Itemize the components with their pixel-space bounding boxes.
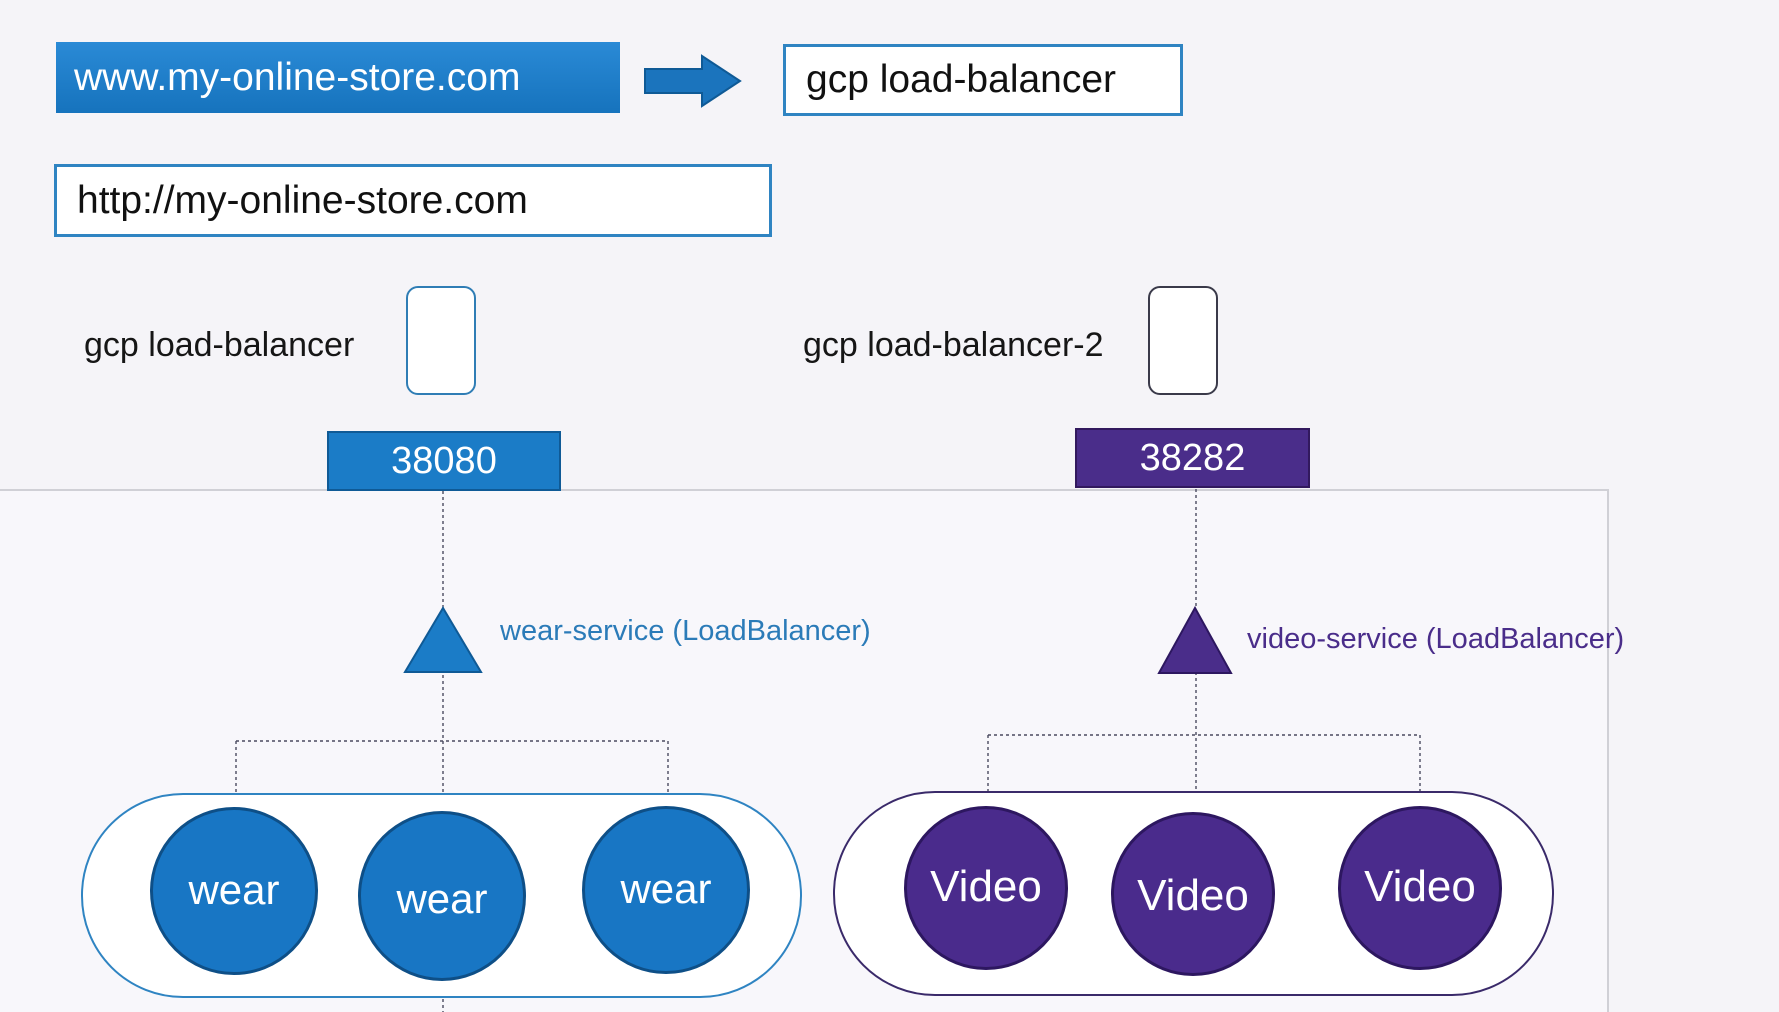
lb2-device-icon xyxy=(1148,286,1218,395)
video-pod: Video xyxy=(904,806,1068,970)
video-service-label: video-service (LoadBalancer) xyxy=(1247,623,1625,655)
wear-lb-label: gcp load-balancer xyxy=(84,326,355,364)
video-pod: Video xyxy=(1111,812,1275,976)
wear-service-icon xyxy=(403,606,483,673)
wear-connectors xyxy=(235,491,669,1012)
wear-service-label: wear-service (LoadBalancer) xyxy=(500,615,871,647)
wear-port: 38080 xyxy=(327,431,561,491)
gcp-load-balancer-box: gcp load-balancer xyxy=(783,44,1183,116)
video-lb-label: gcp load-balancer-2 xyxy=(803,326,1104,364)
lb-device-icon xyxy=(406,286,476,395)
wear-pod: wear xyxy=(150,807,318,975)
video-pod: Video xyxy=(1338,806,1502,970)
arrow-right-icon xyxy=(644,54,742,108)
domain-name-box: www.my-online-store.com xyxy=(56,42,620,113)
video-port: 38282 xyxy=(1075,428,1310,488)
video-service-icon xyxy=(1157,605,1233,674)
url-box: http://my-online-store.com xyxy=(54,164,772,237)
wear-pod: wear xyxy=(582,806,750,974)
wear-pod: wear xyxy=(358,811,526,981)
